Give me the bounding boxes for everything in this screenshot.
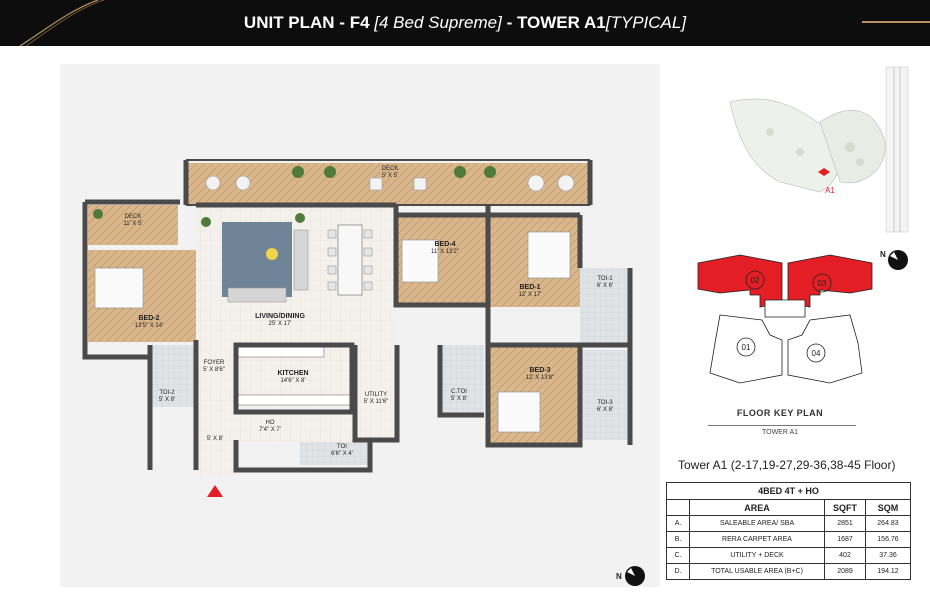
- table-header-sqm: SQM: [865, 499, 911, 516]
- key-unit-02-label: 02: [750, 276, 760, 285]
- gold-line-decoration: [862, 21, 930, 23]
- title-type: [4 Bed Supreme]: [374, 13, 502, 32]
- key-unit-02: [697, 254, 783, 308]
- deck-top-floor: [186, 163, 590, 205]
- table-row: B. RERA CARPET AREA 1687 156.76: [666, 531, 911, 548]
- passage-label: 5' X 8': [206, 436, 224, 442]
- key-unit-03-label: 03: [817, 279, 827, 288]
- toi-floor: [300, 440, 370, 465]
- key-plan-title: FLOOR KEY PLAN: [736, 408, 824, 418]
- area-table-caption: 4BED 4T + HO: [666, 482, 911, 500]
- toi2-floor: [150, 345, 196, 407]
- page-title: UNIT PLAN - F4 [4 Bed Supreme] - TOWER A…: [0, 0, 930, 46]
- utility-floor: [355, 345, 397, 440]
- ho-floor: [236, 412, 352, 442]
- kitchen-counter: [237, 346, 325, 358]
- lamp-icon: [266, 248, 278, 260]
- title-unit: UNIT PLAN - F4: [243, 13, 370, 32]
- floor-key-plan: [697, 254, 873, 384]
- key-plan-subtitle: TOWER A1: [761, 429, 799, 436]
- north-compass-plan-icon: N: [616, 566, 645, 586]
- kitchen-counter-bottom: [237, 394, 351, 406]
- tower-floors-text: Tower A1 (2-17,19-27,29-36,38-45 Floor): [678, 458, 896, 472]
- table-row: A. SALEABLE AREA/ SBA 2851 264.83: [666, 515, 911, 532]
- table-header-sqft: SQFT: [824, 499, 866, 516]
- table-row: C. UTILITY + DECK 402 37.36: [666, 547, 911, 564]
- key-unit-01: [709, 314, 783, 384]
- bed2-bed: [94, 267, 144, 309]
- header-bar: UNIT PLAN - F4 [4 Bed Supreme] - TOWER A…: [0, 0, 930, 46]
- key-plan-divider: [708, 425, 856, 426]
- title-typical: [TYPICAL]: [605, 13, 687, 32]
- deck-left-floor: [88, 205, 178, 245]
- key-unit-01-label: 01: [741, 343, 751, 352]
- foyer-floor: [196, 345, 236, 475]
- site-plan-thumbnail: [710, 62, 920, 237]
- table-header-area: AREA: [689, 499, 825, 516]
- living-rug: [222, 222, 292, 297]
- sofa: [227, 287, 287, 303]
- bed1-bed: [527, 231, 571, 279]
- area-table: 4BED 4T + HO AREA SQFT SQM A. SALEABLE A…: [666, 482, 911, 580]
- gold-swoosh-decoration: [19, 0, 105, 46]
- title-tower: - TOWER A1: [506, 13, 606, 32]
- dining-table: [337, 224, 363, 296]
- table-row: D. TOTAL USABLE AREA (B+C) 2089 194.12: [666, 563, 911, 580]
- toi3-floor: [580, 350, 630, 440]
- ctoi-floor: [440, 345, 484, 415]
- bed3-bed: [497, 391, 541, 433]
- toi1-floor: [580, 268, 630, 346]
- bed4-beds: [401, 239, 439, 283]
- key-unit-04-label: 04: [811, 349, 821, 358]
- sofa-side: [293, 229, 309, 291]
- north-compass-icon: N: [880, 244, 908, 270]
- entry-marker-icon: [207, 485, 223, 497]
- site-tower-marker-icon: [818, 168, 830, 176]
- table-header-blank: [666, 499, 690, 516]
- key-unit-04: [787, 314, 863, 384]
- site-tower-label: A1: [825, 186, 835, 195]
